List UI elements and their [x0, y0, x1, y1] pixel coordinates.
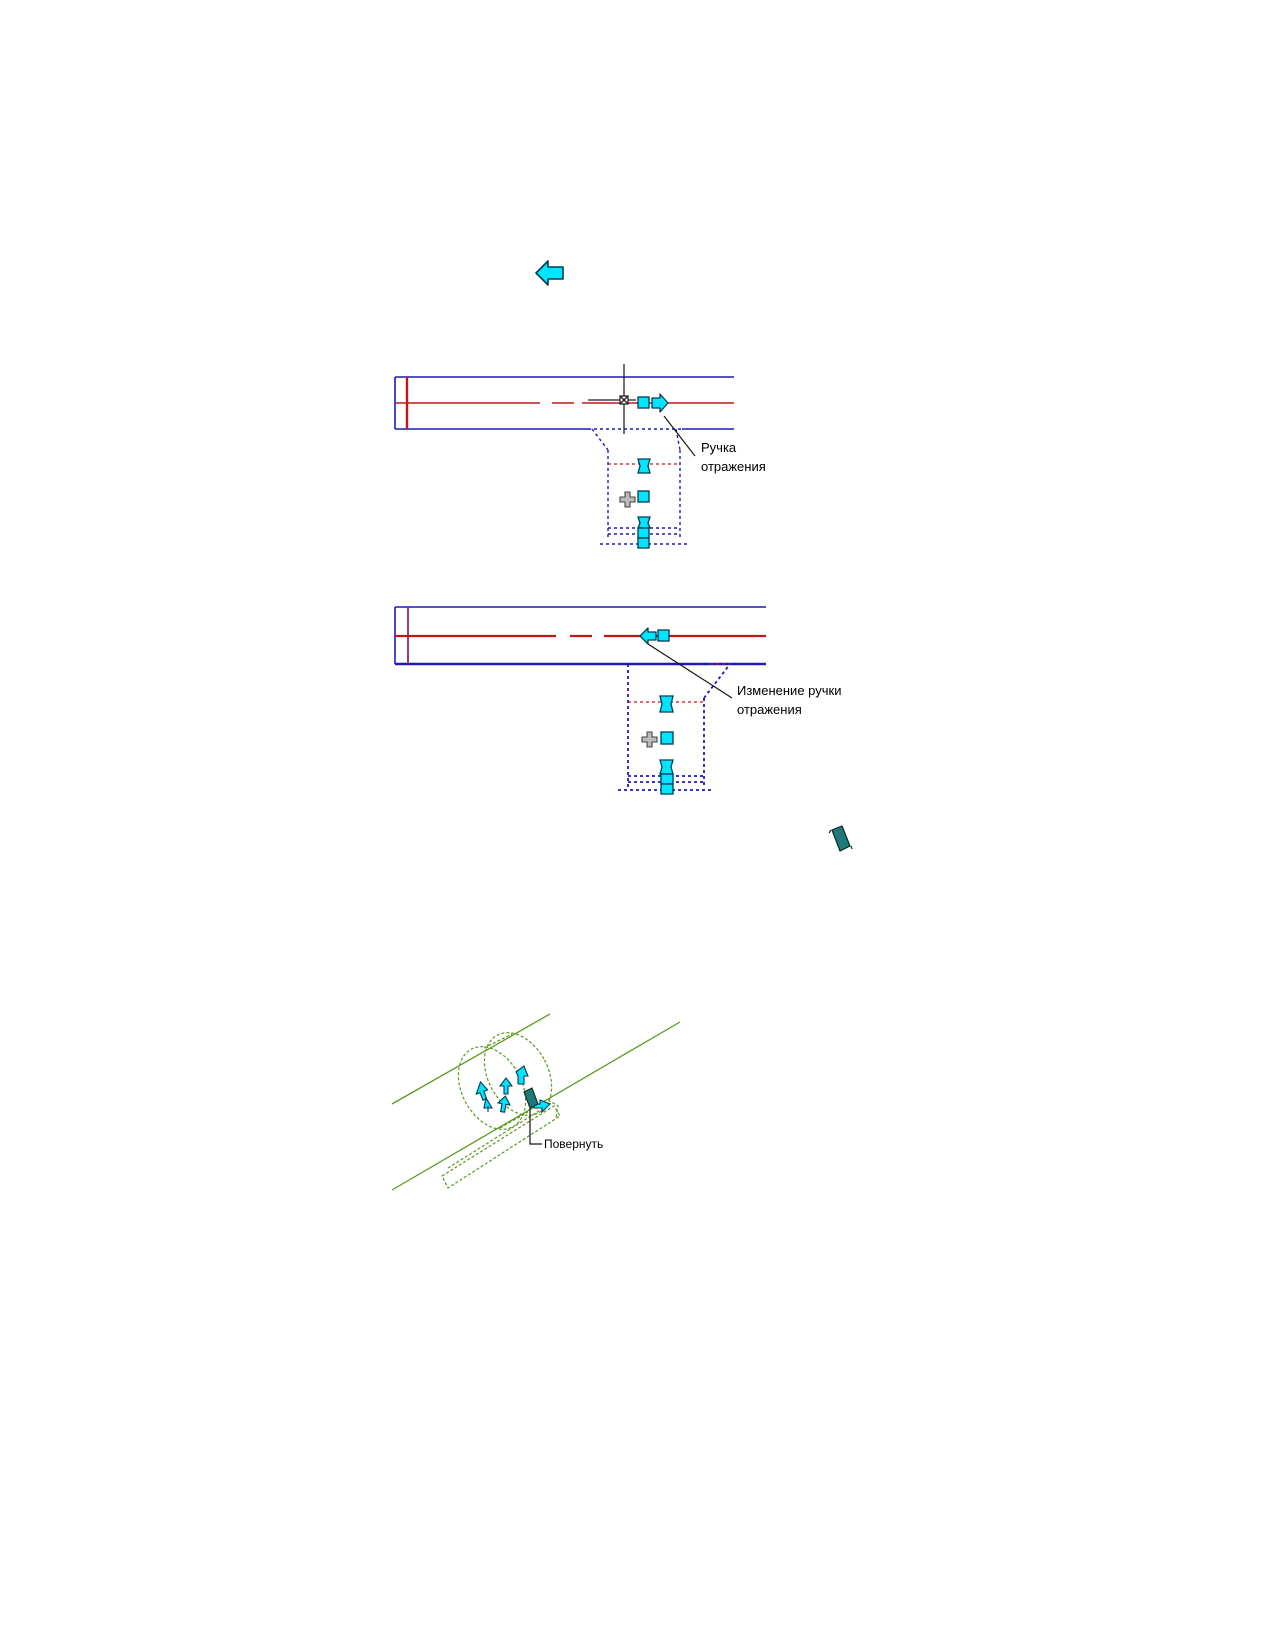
rotate-grip-icon: [826, 824, 854, 856]
duct-centerline: [395, 607, 766, 664]
diagram-rotate-grip: [388, 1008, 688, 1198]
stretch-grip-icon: [659, 695, 674, 713]
callout-label: Ручка отражения: [701, 440, 766, 474]
duct-branch: [618, 663, 731, 791]
grip-arrow-icon: [533, 1099, 551, 1114]
location-grip-icon: [660, 731, 674, 745]
mirror-grip-icon: [651, 393, 669, 413]
callout-leader: [663, 415, 696, 457]
grip-arrow-icon: [496, 1095, 511, 1113]
mirror-arrow-icon: [534, 258, 566, 288]
callout-leader: [647, 643, 733, 699]
diagram-mirror-grip-before: [392, 360, 792, 560]
location-grip-icon: [660, 773, 674, 785]
add-grip-icon: [619, 491, 636, 508]
grip-arrow-icon: [498, 1077, 514, 1095]
location-grip-icon: [657, 629, 670, 642]
rotate-grip-icon: [523, 1087, 539, 1109]
callout-label: Изменение ручки отражения: [737, 683, 842, 717]
location-grip-icon: [637, 527, 650, 539]
location-grip-icon: [637, 537, 650, 549]
grip-arrow-icon: [475, 1080, 489, 1101]
mirror-grip-icon: [639, 627, 657, 645]
callout-leader: [529, 1108, 542, 1145]
diagram-mirror-grip-after: [392, 598, 792, 798]
duct-centerline: [395, 377, 734, 429]
crosshair-cursor-icon: [588, 364, 636, 434]
stretch-grip-icon: [659, 759, 674, 775]
location-grip-icon: [660, 783, 674, 795]
grip-arrow-icon: [515, 1065, 529, 1085]
stretch-grip-icon: [637, 458, 651, 474]
location-grip-icon: [637, 490, 650, 503]
callout-label: Повернуть: [544, 1137, 604, 1151]
stretch-grip-icon: [637, 516, 651, 529]
grip-arrow-icon: [483, 1096, 493, 1112]
add-grip-icon: [641, 731, 658, 748]
location-grip-icon: [637, 396, 650, 409]
